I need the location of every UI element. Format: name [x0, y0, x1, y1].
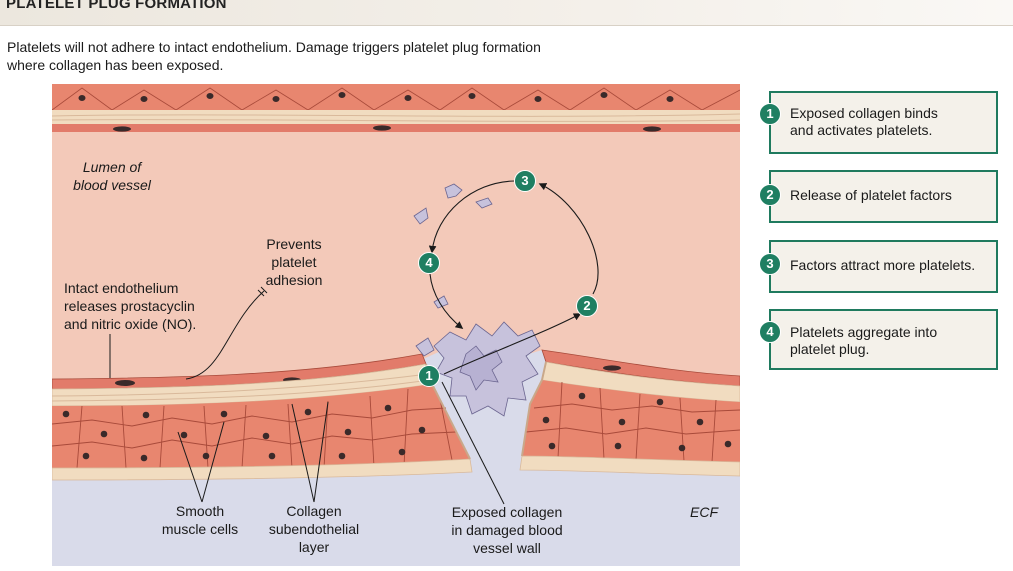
exposed-collagen-line-1: Exposed collagen	[451, 504, 563, 520]
leader-lines	[109, 286, 505, 505]
arrow-3-to-4	[428, 180, 515, 254]
smooth-muscle-label: Smooth muscle cells	[150, 502, 250, 538]
smooth-muscle-right	[522, 380, 740, 462]
step-badge-3: 3	[759, 253, 781, 275]
lumen-label-line-1: Lumen of	[82, 159, 142, 175]
intro-line-2: where collagen has been exposed.	[7, 57, 224, 73]
step-text-4: Platelets aggregate into platelet plug.	[790, 324, 937, 358]
prevents-line-3: adhesion	[265, 272, 323, 288]
ecf-label: ECF	[690, 504, 718, 520]
step-badge-4: 4	[759, 321, 781, 343]
endothelium-line-1: Intact endothelium	[64, 280, 179, 296]
step-1-line-2: and activates platelets.	[790, 122, 933, 138]
upper-wall-collagen	[52, 110, 740, 124]
exposed-collagen-label: Exposed collagen in damaged blood vessel…	[432, 503, 582, 557]
arrow-4-to-plug	[429, 273, 464, 329]
endothelium-line-3: and nitric oxide (NO).	[64, 316, 197, 332]
collagen-layer-line-2: subendothelial	[268, 521, 360, 537]
upper-collagen-stripes	[52, 113, 740, 122]
smooth-muscle-line-1: Smooth	[175, 503, 225, 519]
smooth-muscle-left	[52, 384, 470, 468]
exposed-collagen-leader	[441, 381, 505, 505]
step-text-3: Factors attract more platelets.	[790, 257, 975, 274]
step-1-line-1: Exposed collagen binds	[790, 105, 938, 121]
step-box-3: Factors attract more platelets.	[769, 240, 998, 293]
upper-endothelium	[52, 124, 740, 132]
outer-collagen-left	[52, 458, 473, 481]
platelet-plug-diagram: Lumen of blood vessel Prevents platelet …	[52, 84, 740, 566]
lumen-label-line-2: blood vessel	[73, 177, 151, 193]
prevents-leader-tick-1	[257, 289, 265, 297]
step-badge-2: 2	[759, 184, 781, 206]
endothelium-label: Intact endothelium releases prostacyclin…	[64, 279, 234, 333]
collagen-layer-label: Collagen subendothelial layer	[258, 502, 370, 556]
upper-wall-nuclei	[78, 92, 674, 102]
figure-step-badge-4: 4	[418, 252, 440, 274]
endothelium-line-2: releases prostacyclin	[64, 298, 195, 314]
collagen-leader-2	[313, 401, 329, 503]
collagen-layer-line-3: layer	[298, 539, 330, 555]
smooth-muscle-right-outlines	[525, 381, 740, 463]
smooth-muscle-line-2: muscle cells	[161, 521, 239, 537]
smooth-muscle-leader-1	[177, 431, 203, 503]
intro-text: Platelets will not adhere to intact endo…	[7, 38, 627, 74]
smooth-muscle-leader-2	[201, 421, 225, 503]
platelet-plug	[415, 321, 541, 417]
collagen-leader-1	[291, 403, 315, 503]
lumen	[52, 132, 740, 379]
step-text-2: Release of platelet factors	[790, 187, 952, 204]
prevents-line-1: Prevents	[266, 236, 322, 252]
smooth-muscle-left-outlines	[52, 388, 457, 469]
lumen-label: Lumen of blood vessel	[64, 158, 160, 194]
step-4-line-2: platelet plug.	[790, 341, 870, 357]
cycle-arrows	[428, 180, 599, 375]
intro-line-1: Platelets will not adhere to intact endo…	[7, 39, 541, 55]
smooth-muscle-right-nuclei	[542, 392, 732, 452]
prevents-leader	[185, 290, 265, 380]
arrow-1-to-2	[443, 313, 582, 375]
page-title: PLATELET PLUG FORMATION	[6, 0, 227, 12]
exposed-collagen-line-3: vessel wall	[473, 540, 541, 556]
arrow-2-to-3	[538, 183, 599, 295]
free-platelets	[413, 183, 493, 309]
step-box-2: Release of platelet factors	[769, 170, 998, 223]
step-text-1: Exposed collagen binds and activates pla…	[790, 105, 938, 139]
figure-step-badge-3: 3	[514, 170, 536, 192]
figure-step-badge-2: 2	[576, 295, 598, 317]
outer-collagen-right	[519, 455, 740, 477]
step-4-line-1: Platelets aggregate into	[790, 324, 938, 340]
prevents-adhesion-label: Prevents platelet adhesion	[248, 235, 340, 289]
step-badge-1: 1	[759, 103, 781, 125]
step-3-line-1: Factors attract more platelets.	[790, 257, 976, 273]
collagen-layer-line-1: Collagen	[286, 503, 342, 519]
step-box-1: Exposed collagen binds and activates pla…	[769, 91, 998, 154]
prevents-leader-tick-2	[260, 286, 268, 294]
exposed-collagen-line-2: in damaged blood	[451, 522, 563, 538]
title-bar: PLATELET PLUG FORMATION	[0, 0, 1013, 26]
upper-wall-cell-outlines	[52, 87, 740, 111]
lower-endothelium-right	[541, 349, 740, 387]
step-box-4: Platelets aggregate into platelet plug.	[769, 309, 998, 370]
step-2-line-1: Release of platelet factors	[790, 187, 952, 203]
smooth-muscle-left-nuclei	[62, 404, 426, 462]
figure-step-badge-1: 1	[418, 365, 440, 387]
prevents-line-2: platelet	[271, 254, 317, 270]
